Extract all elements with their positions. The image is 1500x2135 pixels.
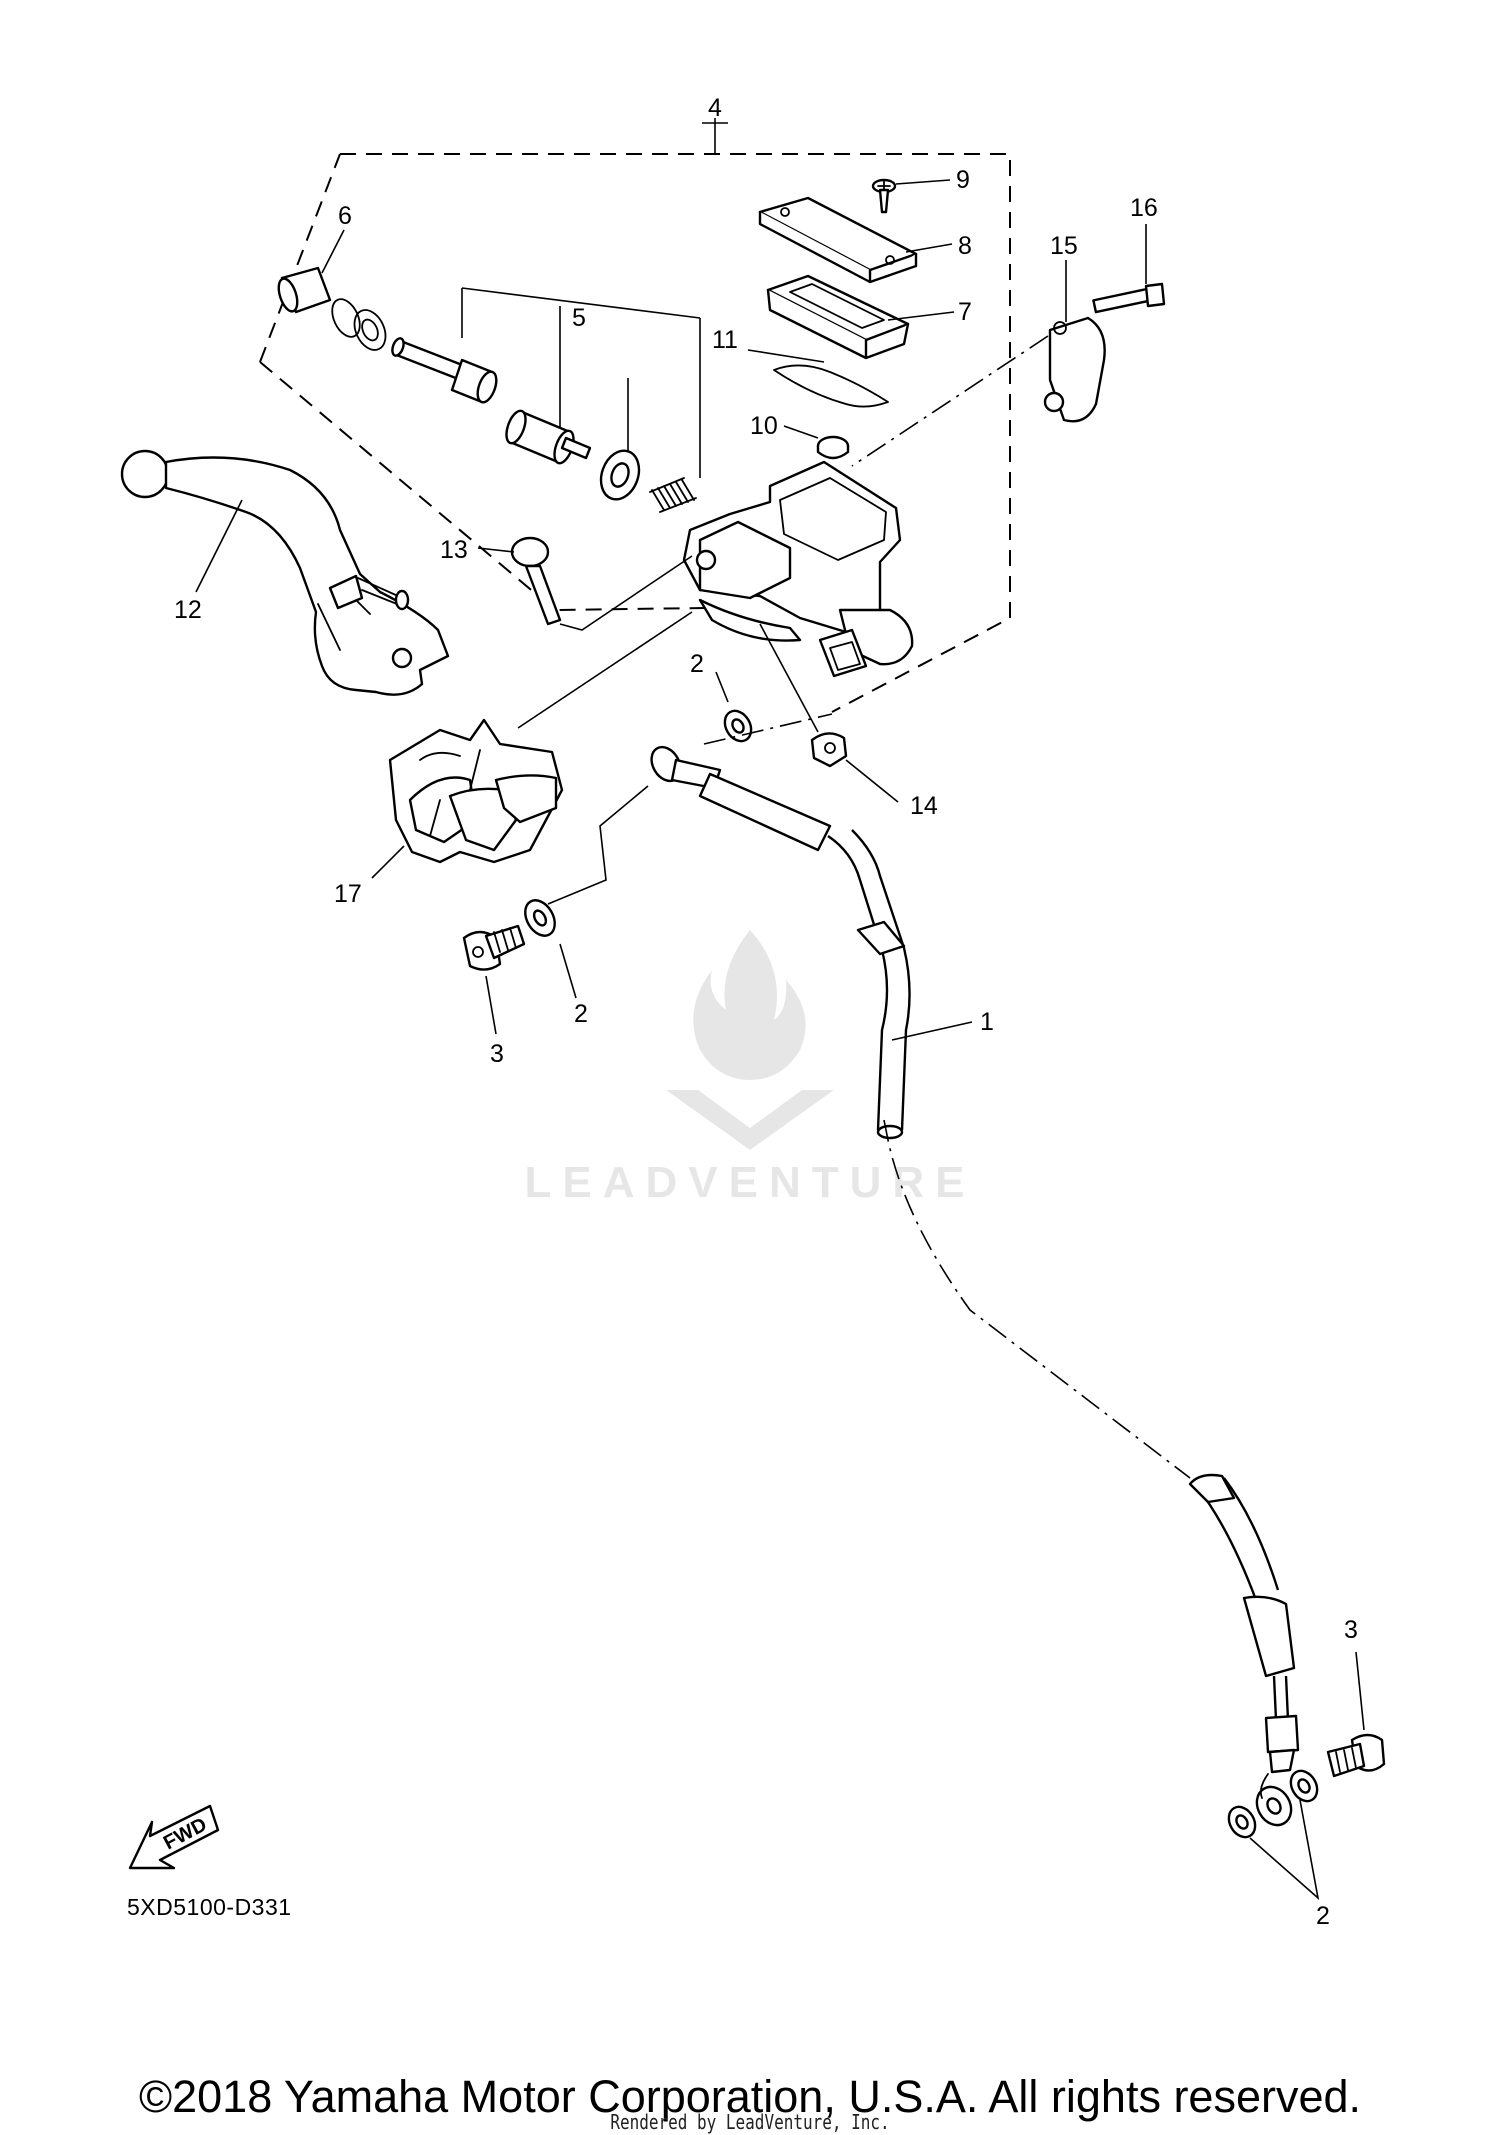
callout-2-top: 2: [690, 650, 704, 678]
callout-15: 15: [1050, 232, 1078, 260]
brake-lever-part[interactable]: [120, 449, 450, 696]
callout-17: 17: [334, 880, 362, 908]
copyright-notice: ©2018 Yamaha Motor Corporation, U.S.A. A…: [138, 2071, 1362, 2122]
flame-v-logo-icon: [666, 930, 834, 1150]
handlebar-clamp-part[interactable]: [851, 260, 1106, 467]
callout-14: 14: [910, 792, 938, 820]
callout-3-right: 3: [1344, 1616, 1358, 1644]
callout-12: 12: [174, 596, 202, 624]
brake-caliper-part[interactable]: [371, 611, 693, 879]
forward-direction-arrow-icon: FWD: [128, 1804, 220, 1870]
callout-3-left: 3: [490, 1040, 504, 1068]
clamp-bolt-part[interactable]: [1092, 224, 1166, 314]
float-part[interactable]: [783, 425, 850, 460]
diaphragm-part[interactable]: [747, 349, 889, 408]
master-cylinder-body-part[interactable]: [682, 460, 914, 678]
copper-washer-top-part[interactable]: [715, 671, 756, 746]
pivot-bolt-part[interactable]: [477, 536, 693, 631]
brake-hose-part[interactable]: [646, 713, 1300, 1831]
dust-boot-part[interactable]: [275, 229, 345, 314]
copper-washer-left-part[interactable]: [519, 785, 649, 999]
callout-10: 10: [750, 412, 778, 440]
callout-2-left: 2: [574, 1000, 588, 1028]
callout-8: 8: [958, 232, 972, 260]
leadventure-watermark: LEADVENTURE: [486, 930, 1014, 1220]
callout-6: 6: [338, 202, 352, 230]
callout-7: 7: [958, 298, 972, 326]
diagram-code: 5XD5100-D331: [127, 1894, 292, 1920]
circlip-part[interactable]: [327, 295, 392, 355]
cap-screw-part[interactable]: [871, 178, 951, 214]
piston-kit-part[interactable]: [390, 287, 701, 513]
callout-2-right: 2: [1316, 1902, 1330, 1930]
callout-16: 16: [1130, 194, 1158, 222]
copper-washer-right-part[interactable]: [1224, 1766, 1323, 1901]
callout-1: 1: [980, 1008, 994, 1036]
callout-5: 5: [572, 304, 586, 332]
reservoir-cap-part[interactable]: [758, 196, 953, 284]
callout-13: 13: [440, 536, 468, 564]
union-bolt-left-part[interactable]: [462, 924, 526, 1035]
union-bolt-right-part[interactable]: [1326, 1651, 1386, 1778]
master-cylinder-assembly-outline: [259, 153, 1011, 713]
watermark-text: LEADVENTURE: [524, 1158, 976, 1207]
callout-11: 11: [712, 326, 738, 354]
callout-4: 4: [708, 94, 722, 122]
rendered-by-notice: Rendered by LeadVenture, Inc.: [610, 2110, 890, 2134]
callout-9: 9: [956, 166, 970, 194]
union-bolt-nut-part[interactable]: [759, 623, 899, 803]
diaphragm-holder-part[interactable]: [766, 274, 955, 360]
